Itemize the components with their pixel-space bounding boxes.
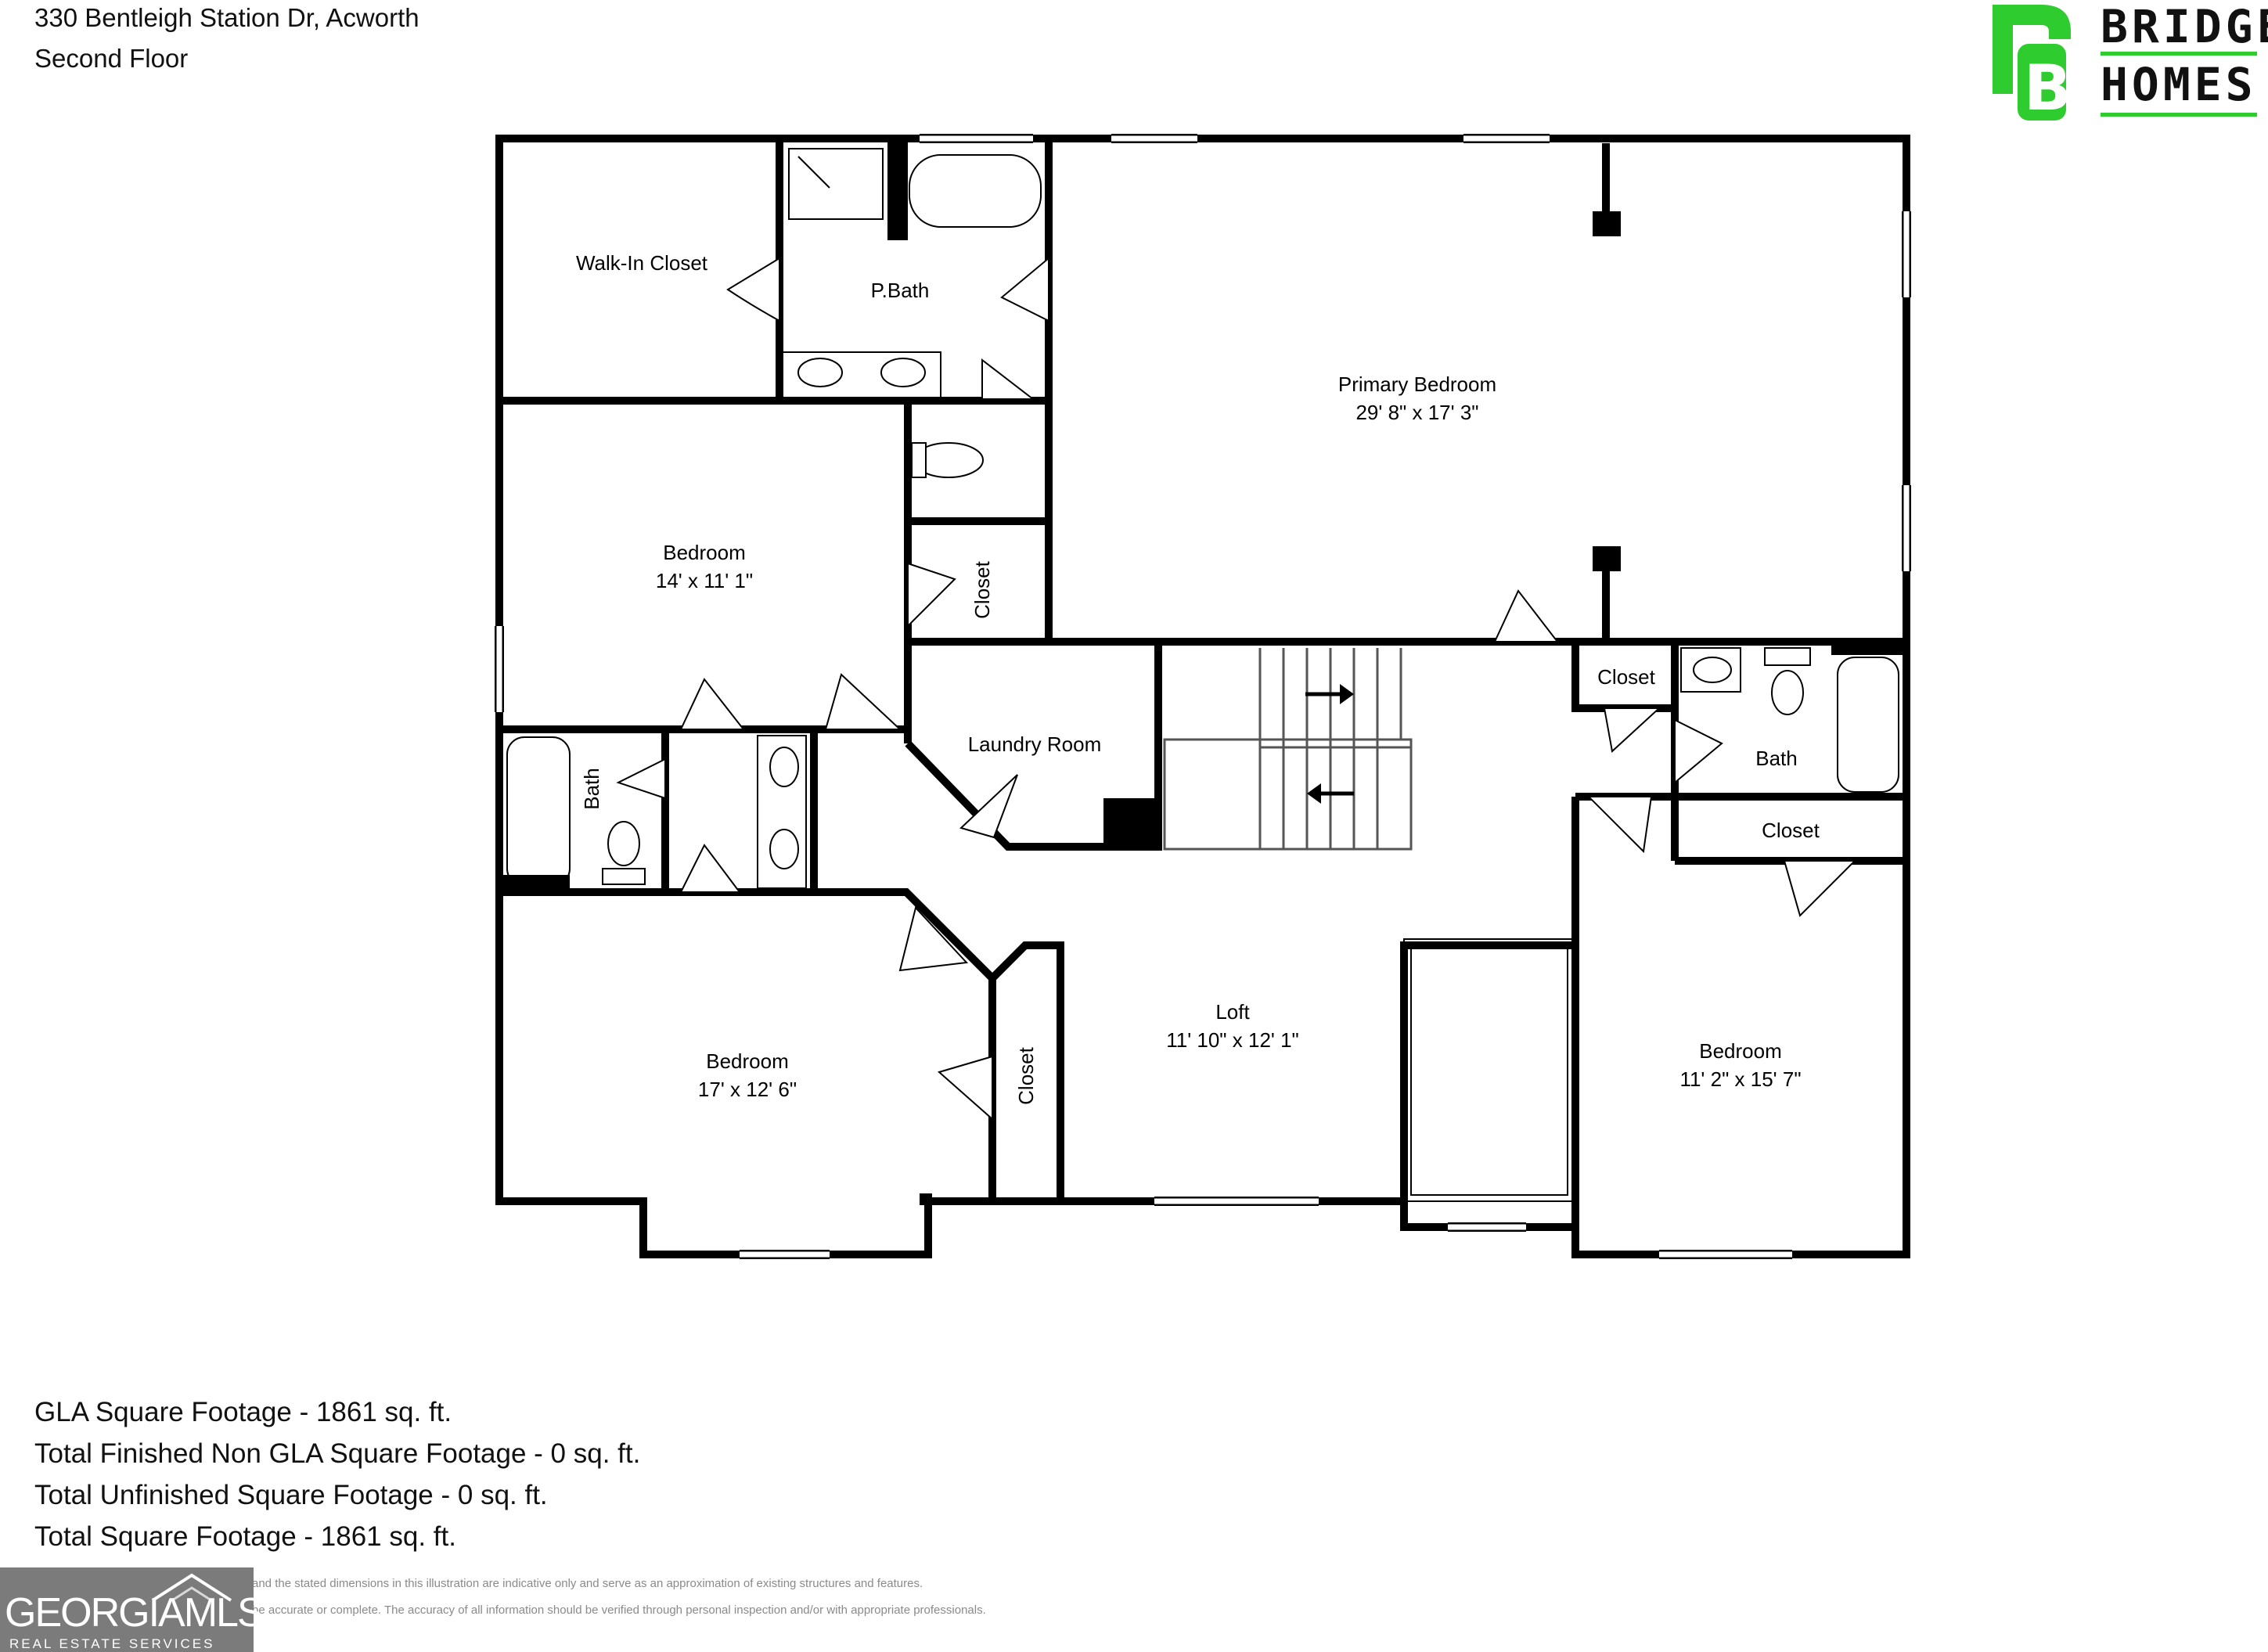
wall-fill-icon [495, 139, 1906, 895]
column-icon [1593, 211, 1621, 236]
stat-non-gla: Total Finished Non GLA Square Footage - … [34, 1438, 641, 1469]
room-closet-ne2: Closet [1762, 819, 1820, 842]
room-bedroom-se: Bedroom [1699, 1039, 1782, 1063]
hvac-icon [1103, 798, 1162, 847]
bridge-homes-logo: B BRIDGE HOMES [1986, 0, 2268, 125]
disclaimer-line-2: be accurate or complete. The accuracy of… [252, 1603, 986, 1617]
bathtub-icon [506, 736, 571, 887]
stair-arrow-icon [1305, 684, 1354, 804]
column-icon [1593, 546, 1621, 571]
sink-icon [769, 747, 799, 787]
georgia-mls-logo: GEORGIAMLS REAL ESTATE SERVICES [0, 1567, 265, 1652]
bridge-homes-logo-mark-icon: B [1993, 5, 2072, 124]
room-bedroom-sw-dim: 17' x 12' 6" [698, 1078, 797, 1101]
room-closet-mid: Closet [970, 560, 994, 618]
room-bedroom-sw: Bedroom [706, 1049, 789, 1073]
sink-icon [1693, 657, 1732, 683]
room-bath-w: Bath [580, 768, 603, 810]
window-sills [495, 134, 1911, 1259]
disclaimer-line-1: and the stated dimensions in this illust… [252, 1577, 923, 1590]
property-address: 330 Bentleigh Station Dr, Acworth [34, 3, 419, 32]
room-pbath: P.Bath [871, 279, 930, 302]
room-bedroom-nw-dim: 14' x 11' 1" [656, 569, 753, 592]
svg-text:B: B [2024, 52, 2072, 124]
room-primary-bedroom: Primary Bedroom [1338, 373, 1496, 396]
room-loft-dim: 11' 10" x 12' 1" [1166, 1028, 1299, 1052]
stat-unfinished: Total Unfinished Square Footage - 0 sq. … [34, 1480, 548, 1510]
room-closet-sw: Closet [1014, 1046, 1038, 1104]
brand-line-1: BRIDGE [2101, 0, 2268, 53]
bathtub-icon [909, 154, 1042, 228]
fixtures [506, 148, 1899, 1202]
bathtub-icon [1837, 657, 1899, 793]
brand-underline-2 [2101, 113, 2257, 117]
toilet-icon [607, 821, 640, 866]
room-walk-in-closet: Walk-In Closet [576, 251, 708, 275]
stat-total: Total Square Footage - 1861 sq. ft. [34, 1521, 456, 1552]
roof-icon [151, 1573, 232, 1602]
stat-gla: GLA Square Footage - 1861 sq. ft. [34, 1397, 452, 1427]
sink-icon [797, 358, 843, 387]
windows [496, 135, 1910, 1258]
room-labels: Walk-In Closet P.Bath Primary Bedroom 29… [576, 251, 1820, 1105]
room-closet-ne: Closet [1597, 665, 1655, 689]
floor-plan: Walk-In Closet P.Bath Primary Bedroom 29… [495, 134, 1911, 1259]
door-swings [616, 256, 1857, 1121]
brand-line-2: HOMES [2101, 58, 2257, 111]
shower-icon [788, 148, 884, 220]
staircase [1163, 648, 1413, 851]
room-primary-bedroom-dim: 29' 8" x 17' 3" [1355, 401, 1478, 424]
room-loft: Loft [1215, 1000, 1250, 1024]
mls-tagline: REAL ESTATE SERVICES [9, 1636, 215, 1651]
sink-icon [769, 829, 799, 869]
brand-underline-1 [2101, 52, 2257, 56]
floor-name: Second Floor [34, 44, 189, 73]
toilet-icon [1771, 670, 1804, 715]
room-laundry: Laundry Room [968, 732, 1102, 756]
sink-icon [880, 358, 926, 387]
room-bedroom-nw: Bedroom [663, 541, 746, 564]
mls-name: GEORGIAMLS [5, 1590, 265, 1636]
room-bedroom-se-dim: 11' 2" x 15' 7" [1679, 1067, 1801, 1091]
room-bath-ne: Bath [1755, 747, 1798, 770]
